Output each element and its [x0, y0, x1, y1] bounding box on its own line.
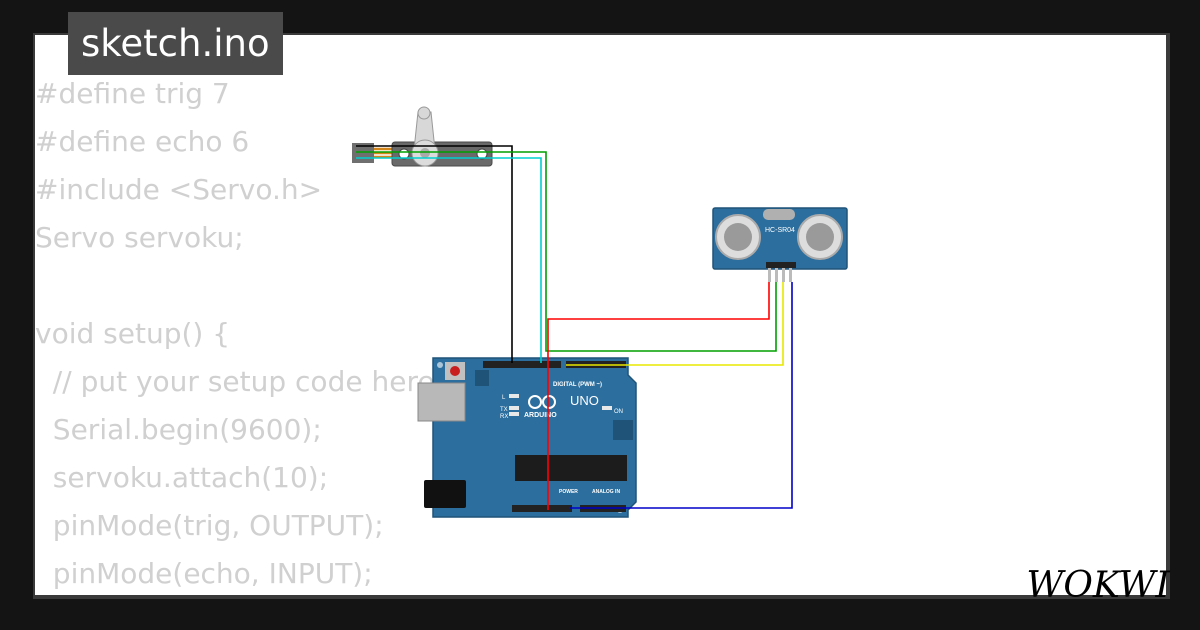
code-line: Serial.begin(9600); [35, 413, 322, 446]
sensor-crystal [763, 209, 795, 220]
arduino-uno-board[interactable]: DIGITAL (PWM ~) ARDUINO UNO POWER ANALOG… [417, 357, 637, 518]
digital-pwm-label: DIGITAL (PWM ~) [553, 382, 602, 388]
digital-header-high [483, 361, 561, 368]
code-line: pinMode(trig, OUTPUT); [35, 509, 384, 542]
power-jack [424, 480, 466, 508]
code-line: #include <Servo.h> [35, 173, 323, 206]
wire-yellow-trig [566, 282, 784, 366]
code-line: servoku.attach(10); [35, 461, 329, 494]
l-label: L [502, 395, 506, 401]
sensor-model-label: HC-SR04 [765, 227, 795, 234]
wire-red-vcc [547, 282, 770, 510]
servo-motor[interactable] [352, 106, 493, 167]
sensor-mesh [806, 223, 834, 251]
analog-in-label: ANALOG IN [592, 489, 620, 495]
wire-black-gnd [356, 145, 513, 363]
code-line: void setup() { [35, 317, 231, 350]
file-tab[interactable]: sketch.ino [68, 12, 283, 75]
led-on [602, 406, 612, 410]
on-label: ON [614, 409, 623, 415]
wires [356, 145, 793, 510]
reset-button-cap[interactable] [450, 366, 460, 376]
power-label: POWER [559, 489, 578, 495]
code-line: #define echo 6 [35, 125, 250, 158]
arduino-logo-text: ARDUINO [524, 412, 557, 419]
rx-label: RX [500, 414, 508, 420]
usb-port [417, 382, 466, 422]
led-tx [509, 406, 519, 410]
power-header [512, 505, 572, 512]
wire-cyan-signal [356, 157, 542, 363]
code-line: pinMode(echo, INPUT); [35, 557, 373, 590]
sensor-pin-header [766, 262, 796, 268]
uno-label: UNO [570, 393, 599, 408]
icsp-header-2 [613, 420, 633, 440]
wire-blue-gnd [570, 282, 793, 509]
code-line: #define trig 7 [35, 77, 230, 110]
atmega-chip [515, 455, 627, 481]
sensor-mesh [724, 223, 752, 251]
icsp-header [475, 370, 489, 386]
svg-text:WOKWI: WOKWI [1026, 565, 1170, 606]
code-line: Servo servoku; [35, 221, 244, 254]
ultrasonic-sensor[interactable]: HC-SR04 [712, 207, 848, 282]
wire-green-echo [356, 151, 777, 352]
led-l [509, 394, 519, 398]
tx-label: TX [500, 407, 508, 413]
wokwi-logo: WOKWI [1026, 565, 1170, 606]
arduino-logo-icon [528, 395, 542, 409]
led-rx [509, 412, 519, 416]
